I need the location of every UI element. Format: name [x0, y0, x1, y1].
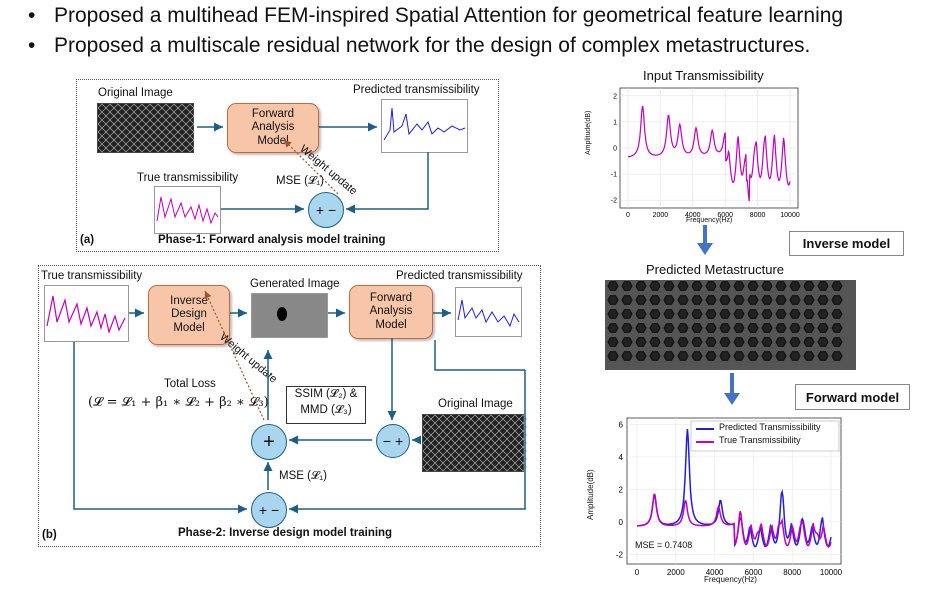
input-title: Input Transmissibility: [643, 68, 764, 83]
p1-mse: MSE (𝓛₁): [276, 175, 325, 187]
input-chart: 2 1 0 -1 -2 0 2000 4000 6000 8000 10000: [611, 87, 800, 219]
bullet-2: •Proposed a multiscale residual network …: [28, 34, 811, 57]
p2-image-diff-node: − +: [376, 424, 410, 458]
p1-true-plot: [154, 186, 221, 234]
p1-predicted-plot: [381, 99, 468, 153]
p2-total-loss: Total Loss: [164, 378, 216, 390]
p2-total-sum-node: +: [251, 424, 287, 460]
pred-meta-title: Predicted Metastructure: [646, 262, 785, 277]
p2-generated-label: Generated Image: [250, 278, 340, 290]
compare-xlabel: Frequency(Hz): [704, 575, 757, 584]
input-ylabel: Amplitude(dB): [585, 110, 592, 155]
p2-true-label: True transmissibility: [41, 270, 143, 282]
p2-ssim-mmd-box: SSIM (𝓛₂) &MMD (𝓛₃): [286, 386, 366, 424]
p2-loss-equation: (𝓛 = 𝓛₁ + β₁ ∗ 𝓛₂ + β₂ ∗ 𝓛₃): [88, 395, 269, 410]
svg-text:0: 0: [626, 212, 630, 219]
svg-text:-2: -2: [611, 198, 617, 205]
phase2-panel: [38, 265, 541, 547]
svg-text:0: 0: [613, 146, 617, 153]
mse-value: MSE = 0.7408: [635, 540, 693, 550]
input-xlabel: Frequency(Hz): [686, 217, 733, 224]
svg-text:2000: 2000: [667, 568, 685, 577]
svg-text:4000: 4000: [706, 568, 724, 577]
svg-text:6000: 6000: [745, 568, 763, 577]
bullet-1: •Proposed a multihead FEM-inspired Spati…: [28, 4, 844, 27]
svg-text:2: 2: [619, 485, 624, 494]
p1-sum-node: + −: [308, 192, 344, 228]
p2-generated-image: [251, 293, 328, 338]
p2-tag: (b): [42, 529, 57, 541]
svg-text:2: 2: [613, 93, 617, 100]
svg-text:-1: -1: [611, 172, 617, 179]
forward-model-label: Forward model: [795, 384, 910, 410]
down-arrow-1: [697, 225, 713, 255]
p1-original-image: [97, 103, 195, 153]
inverse-model-label: Inverse model: [789, 231, 904, 256]
p1-true-label: True transmissibility: [137, 172, 239, 184]
p2-predicted-label: Predicted transmissibility: [396, 270, 523, 282]
p2-original-label: Original Image: [438, 398, 513, 410]
p2-predicted-plot: [455, 287, 522, 337]
svg-text:4: 4: [619, 453, 624, 462]
phase1-panel: [76, 79, 499, 252]
p1-forward-model: Forward Analysis Model: [227, 103, 319, 153]
p2-caption: Phase-2: Inverse design model training: [178, 527, 393, 539]
p1-tag: (a): [80, 234, 95, 246]
svg-text:4000: 4000: [685, 212, 701, 219]
svg-text:10000: 10000: [780, 212, 800, 219]
p2-original-image: [422, 414, 528, 472]
p1-caption: Phase-1: Forward analysis model training: [158, 234, 386, 246]
svg-text:0: 0: [635, 568, 640, 577]
svg-text:6: 6: [619, 420, 624, 429]
svg-text:-2: -2: [616, 550, 624, 559]
p1-original-label: Original Image: [98, 87, 173, 99]
p2-forward-model: Forward Analysis Model: [349, 285, 433, 339]
legend-predicted: Predicted Transmissibility: [719, 422, 821, 432]
p2-true-plot: [44, 285, 129, 342]
predicted-metastructure-image: [605, 280, 856, 370]
svg-text:8000: 8000: [750, 212, 766, 219]
svg-text:10000: 10000: [820, 568, 843, 577]
svg-text:8000: 8000: [783, 568, 801, 577]
p2-mse-node: + −: [251, 492, 287, 528]
svg-text:0: 0: [619, 518, 624, 527]
compare-chart: 6 4 2 0 -2 0 2000 4000 6000 8000 10000: [616, 417, 843, 577]
p1-predicted-label: Predicted transmissibility: [353, 84, 480, 96]
p2-mse: MSE (𝓛₁): [279, 470, 328, 482]
compare-ylabel: Amplitude(dB): [586, 469, 595, 520]
svg-text:1: 1: [613, 119, 617, 126]
svg-text:6000: 6000: [717, 212, 733, 219]
p2-inverse-model: Inverse Design Model: [148, 285, 230, 345]
legend-true: True Transmissibility: [719, 435, 801, 445]
down-arrow-2: [724, 373, 740, 405]
svg-text:2000: 2000: [653, 212, 669, 219]
